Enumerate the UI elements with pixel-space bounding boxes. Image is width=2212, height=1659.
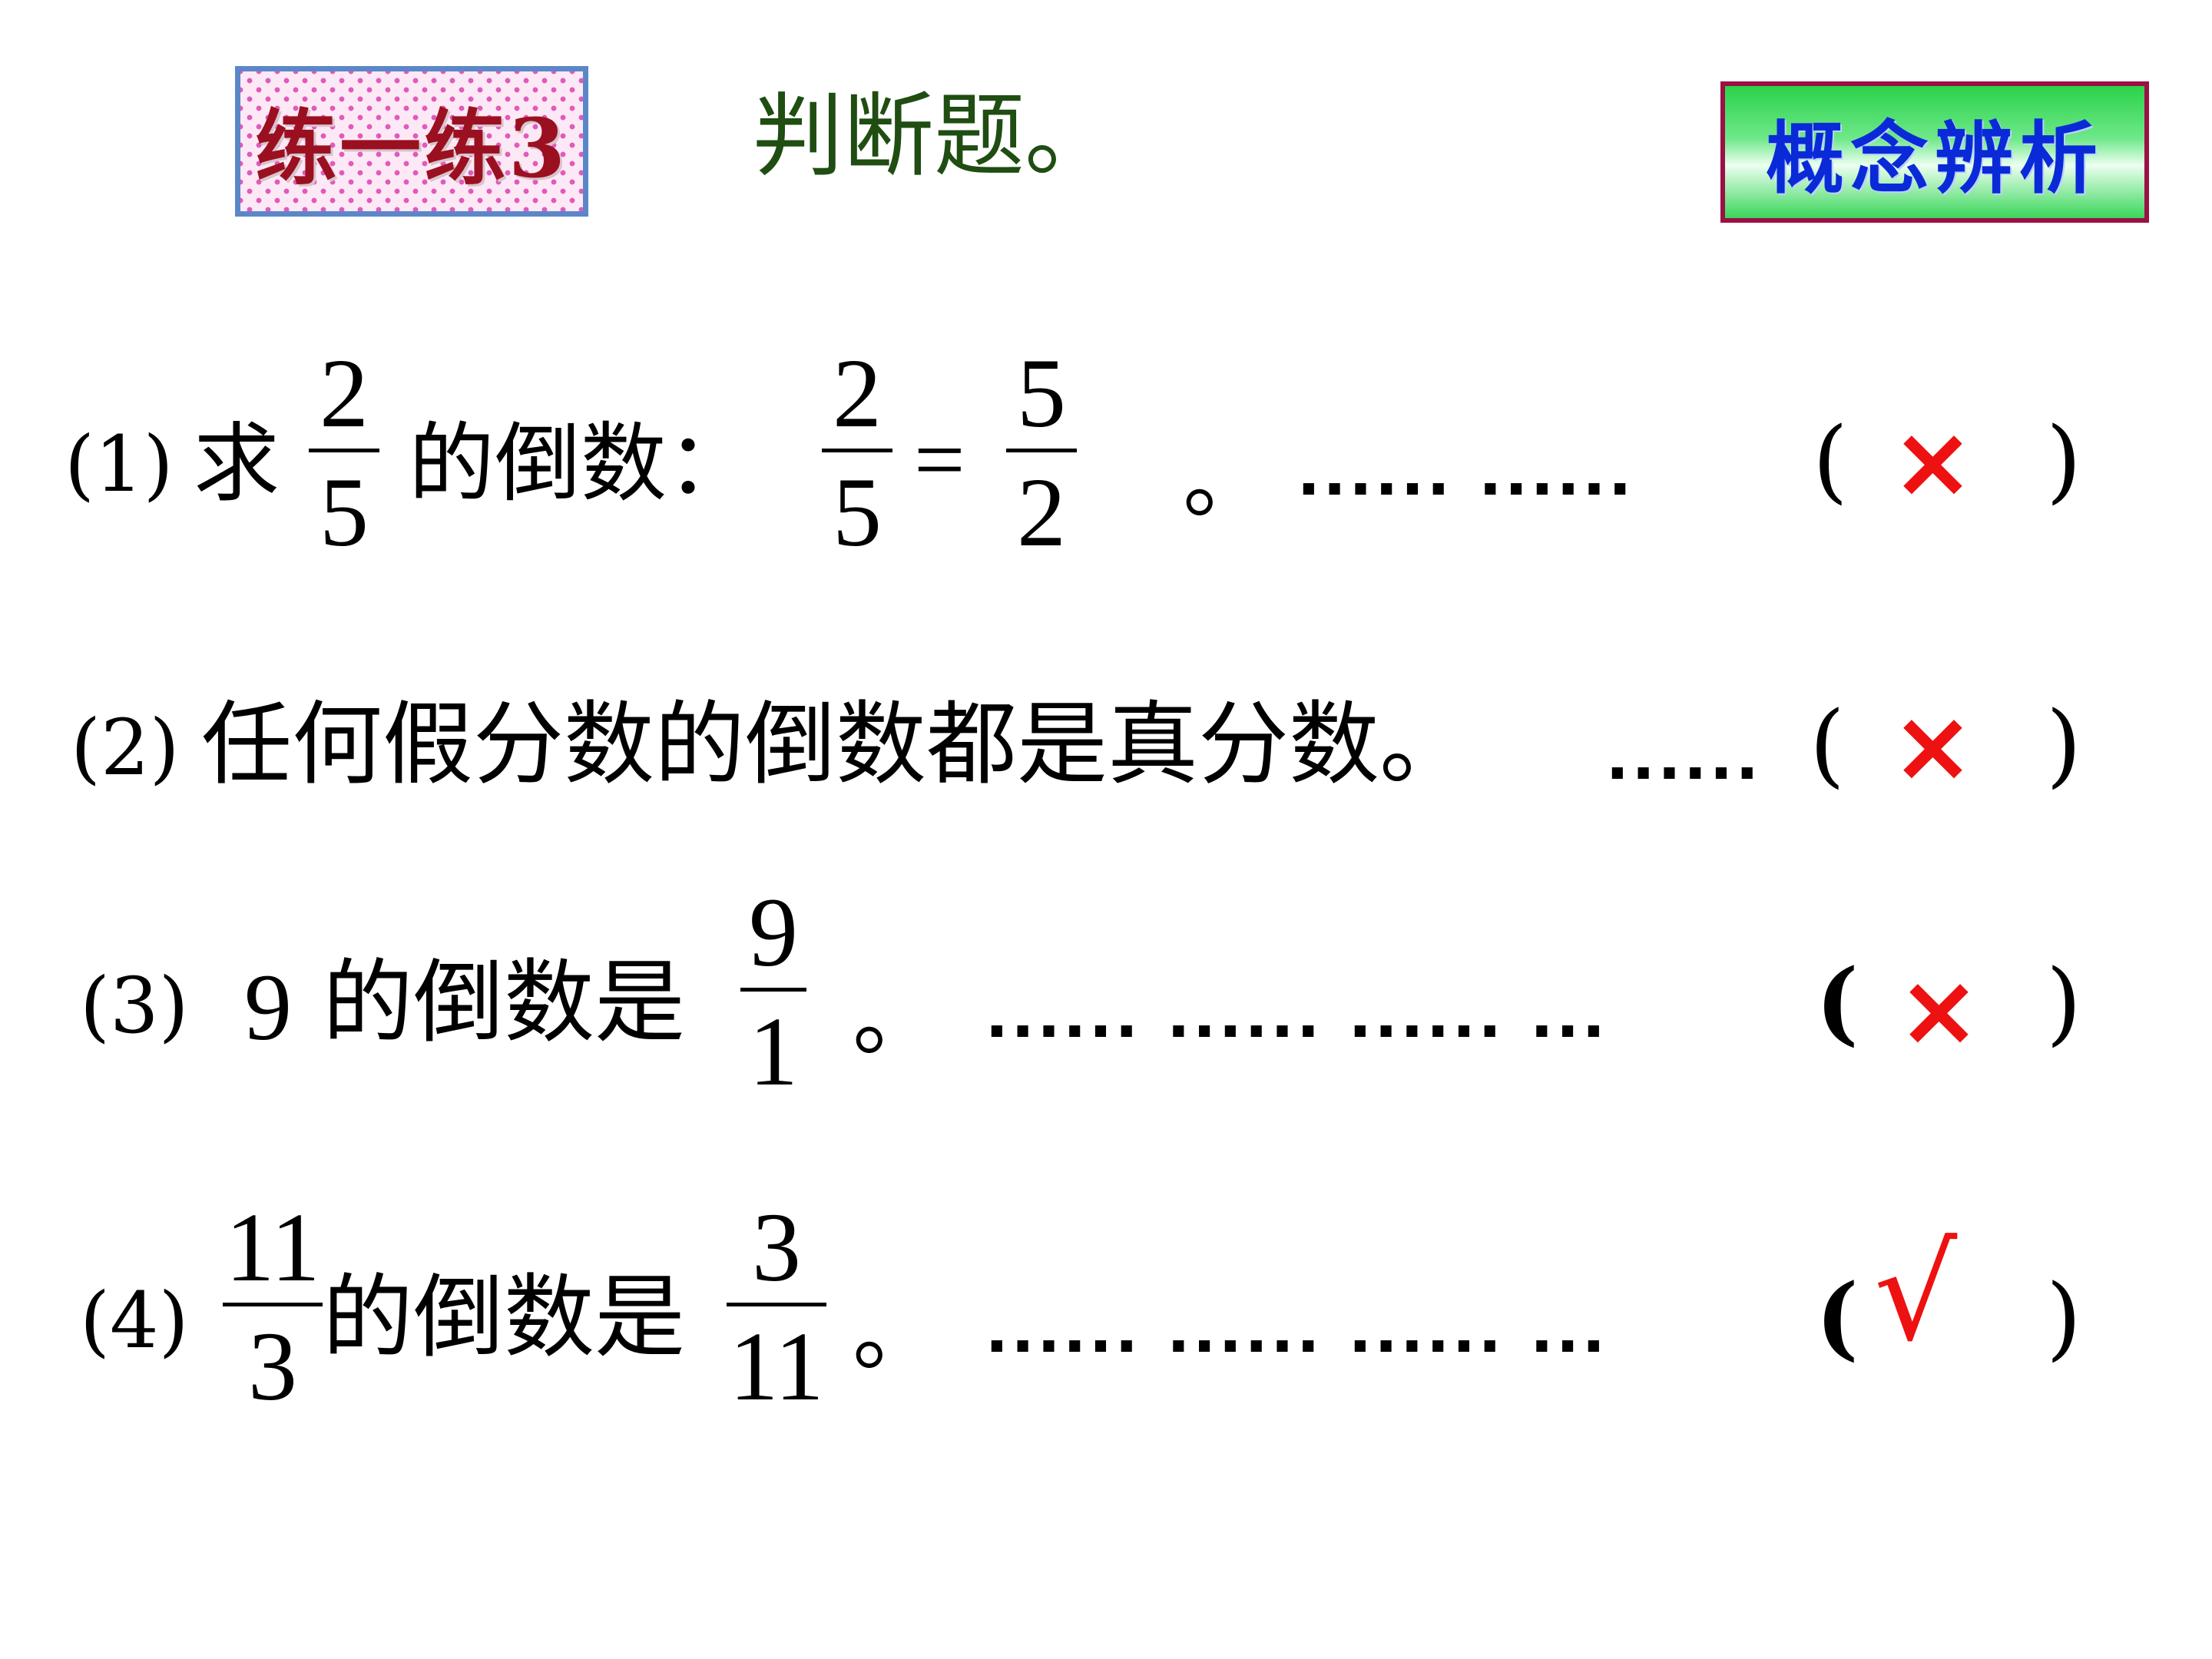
question-number: (2) bbox=[71, 703, 180, 793]
fraction-bar bbox=[727, 1303, 826, 1306]
equals-sign: = bbox=[914, 409, 965, 510]
question-text: 求 bbox=[194, 414, 280, 514]
dot-leader: ...... ...... ...... ... bbox=[986, 968, 1609, 1054]
denominator: 5 bbox=[833, 458, 882, 567]
fraction-bar bbox=[740, 988, 806, 992]
cross-mark-icon: × bbox=[1897, 952, 1981, 1068]
question-number: (4) bbox=[80, 1276, 189, 1366]
practice-badge: 练一练3 bbox=[235, 66, 588, 217]
fraction-bar bbox=[822, 449, 892, 452]
numerator: 5 bbox=[1017, 339, 1066, 448]
open-paren: ( bbox=[1810, 691, 1846, 797]
fraction-three-elevenths: 3 11 bbox=[727, 1198, 826, 1416]
dot-leader: ...... ...... ...... ... bbox=[986, 1283, 1609, 1369]
question-number: (1) bbox=[65, 419, 174, 509]
period: 。 bbox=[853, 1283, 939, 1383]
close-paren: ) bbox=[2046, 691, 2082, 797]
check-mark-icon: √ bbox=[1874, 1218, 1958, 1370]
close-paren: ) bbox=[2046, 949, 2082, 1055]
concept-badge: 概念辨析 bbox=[1720, 81, 2149, 223]
question-text: 的倒数是 bbox=[323, 949, 686, 1055]
denominator: 1 bbox=[749, 997, 798, 1106]
numerator: 2 bbox=[320, 339, 369, 448]
denominator: 2 bbox=[1017, 458, 1066, 567]
fraction-bar bbox=[309, 449, 379, 452]
cross-mark-icon: × bbox=[1891, 687, 1975, 804]
numerator: 9 bbox=[749, 878, 798, 987]
cross-mark-icon: × bbox=[1891, 403, 1975, 520]
question-text: 9 bbox=[244, 955, 292, 1060]
denominator: 11 bbox=[729, 1312, 824, 1421]
question-number: (3) bbox=[80, 961, 189, 1051]
fraction-bar bbox=[1006, 449, 1077, 452]
instruction-title: 判断题。 bbox=[753, 83, 1116, 189]
close-paren: ) bbox=[2046, 407, 2082, 513]
open-paren: ( bbox=[1813, 407, 1849, 513]
fraction-nine-over-one: 9 1 bbox=[740, 883, 806, 1101]
concept-label: 概念辨析 bbox=[1766, 112, 2104, 205]
period: 。 bbox=[1183, 431, 1269, 531]
fraction-two-fifths: 2 5 bbox=[309, 344, 379, 561]
question-text: 任何假分数的倒数都是真分数。 bbox=[201, 691, 1471, 797]
denominator: 3 bbox=[248, 1312, 297, 1421]
open-paren: ( bbox=[1816, 1263, 1859, 1370]
fraction-bar bbox=[223, 1303, 323, 1306]
numerator: 11 bbox=[225, 1193, 320, 1302]
dot-leader: ...... bbox=[1607, 710, 1763, 796]
numerator: 2 bbox=[833, 339, 882, 448]
question-text: 的倒数： bbox=[409, 414, 753, 514]
fraction-eleven-thirds: 11 3 bbox=[223, 1198, 323, 1416]
fraction-five-halves: 5 2 bbox=[1006, 344, 1077, 561]
practice-label: 练一练3 bbox=[255, 100, 568, 196]
fraction-two-fifths: 2 5 bbox=[822, 344, 892, 561]
question-text: 的倒数是 bbox=[323, 1264, 686, 1370]
numerator: 3 bbox=[752, 1193, 801, 1302]
period: 。 bbox=[853, 969, 939, 1068]
dot-leader: ...... ...... bbox=[1298, 426, 1636, 512]
open-paren: ( bbox=[1816, 949, 1859, 1055]
close-paren: ) bbox=[2046, 1264, 2082, 1370]
denominator: 5 bbox=[320, 458, 369, 567]
